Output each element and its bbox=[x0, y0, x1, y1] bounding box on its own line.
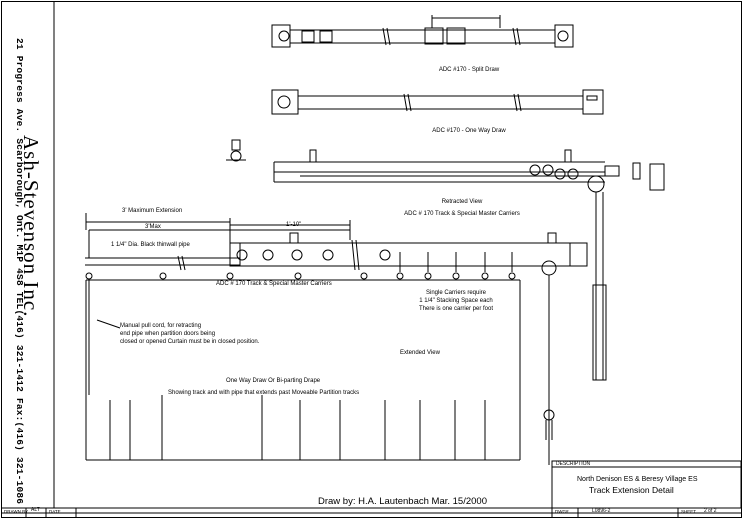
extended-track-label: ADC # 170 Track & Special Master Carrier… bbox=[216, 281, 332, 287]
description-label: DESCRIPTION bbox=[556, 461, 591, 467]
project-name: North Denison ES & Beresy Village ES bbox=[577, 476, 698, 483]
dwg-label: DWG# bbox=[555, 509, 569, 514]
dimension-3max: 3'Max bbox=[145, 224, 161, 230]
extended-view-label: Extended View bbox=[400, 350, 440, 356]
sheet-label: SHEET bbox=[681, 509, 697, 514]
retracted-view-title: Retracted View bbox=[441, 199, 483, 205]
pull-cord-note-line-2: end pipe when partition doors being bbox=[120, 331, 216, 337]
carriers-note-line-1: Single Carriers require bbox=[425, 290, 487, 296]
carriers-note-line-2: 1 1/4" Stacking Space each bbox=[419, 298, 493, 304]
vertical-track-section bbox=[543, 192, 607, 465]
one-way-draw-label: ADC #170 - One Way Draw bbox=[432, 128, 506, 134]
pull-cord-note-line-3: closed or opened Curtain must be in clos… bbox=[120, 339, 260, 345]
dwg-number: L0896-2 bbox=[592, 508, 611, 514]
date-label: DATE bbox=[49, 509, 61, 514]
carriers-note-line-3: There is one carrier per foot bbox=[418, 306, 494, 312]
extended-view-detail bbox=[85, 213, 588, 461]
dimension-1-10: 1'-10" bbox=[286, 222, 302, 228]
drape-subtitle: Showing track and with pipe that extends… bbox=[168, 390, 360, 396]
max-extension-label: 3' Maximum Extension bbox=[122, 208, 183, 214]
drawn-by-value: ALT bbox=[31, 507, 40, 513]
drape-title: One Way Draw Or Bi-parting Drape bbox=[226, 378, 321, 384]
retracted-view-detail bbox=[226, 139, 665, 193]
sheet-number: 2 of 2 bbox=[704, 508, 717, 514]
pipe-label: 1 1/4" Dia. Black thinwall pipe bbox=[111, 242, 190, 248]
retracted-view-subtitle: ADC # 170 Track & Special Master Carrier… bbox=[404, 211, 520, 217]
split-draw-detail bbox=[271, 15, 574, 48]
split-draw-label: ADC #170 - Split Draw bbox=[438, 67, 500, 73]
pull-cord-note-line-1: Manual pull cord, for retracting bbox=[120, 323, 202, 329]
one-way-draw-detail bbox=[271, 89, 604, 115]
title-block-lines bbox=[2, 460, 742, 518]
drawing-title: Track Extension Detail bbox=[589, 485, 674, 495]
company-address: 21 Progress Ave. Scarborough, Ont. M1P 4… bbox=[14, 38, 25, 505]
draw-by-note: Draw by: H.A. Lautenbach Mar. 15/2000 bbox=[318, 496, 487, 507]
drawn-by-label: DRAWN BY bbox=[4, 509, 29, 514]
